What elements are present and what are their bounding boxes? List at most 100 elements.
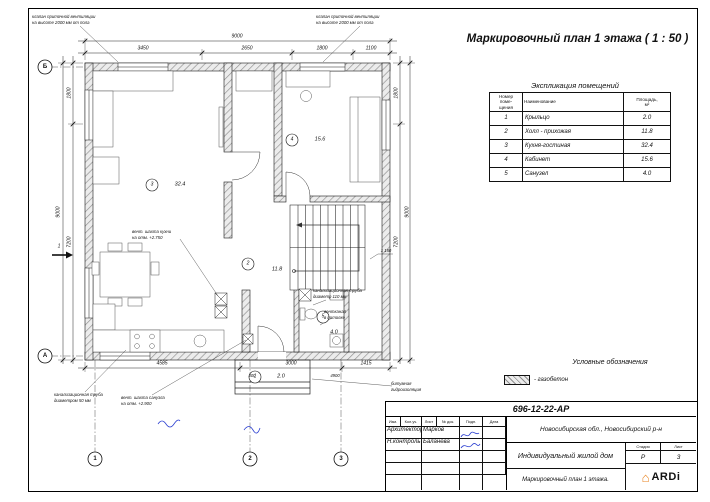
note-sewer-110: канализационная труба диаметр 110 мм	[313, 288, 362, 299]
furniture-stove	[129, 329, 161, 353]
sheet-name: Маркировочный план 1 этажа.	[506, 469, 626, 490]
room-2-area: 11.8	[271, 266, 283, 273]
divider	[506, 417, 507, 490]
floor-plan: 9000 3450 2650 1800 1100 9000 1800 7200 …	[30, 12, 440, 477]
list-value: 3	[661, 451, 696, 464]
role-architect: Архитектор	[386, 427, 422, 439]
empty-cell	[422, 475, 460, 490]
room-3-area: 32.4	[174, 181, 186, 188]
dim-stair-level: 1 150	[380, 247, 392, 253]
room-4-number: 4	[290, 136, 294, 143]
dim-bottom-3: 1415	[360, 360, 372, 367]
room-1-area: 2.0	[277, 373, 285, 380]
room-marks	[145, 133, 330, 384]
empty-cell	[422, 463, 460, 475]
empty-role-row	[386, 451, 422, 463]
note-vent-valve-left: клапан приточной вентиляции на высоте 20…	[32, 14, 96, 25]
stairs	[289, 204, 366, 291]
dim-bottom-5: 4900	[330, 372, 340, 378]
empty-cell	[460, 451, 483, 463]
floor-plan-drawing	[37, 25, 415, 467]
role-ncontrol: Н.контроль	[386, 439, 422, 451]
axis-3-label: 3	[339, 456, 343, 462]
empty-cell	[483, 475, 506, 490]
note-sewer-50: канализационная труба диаметром 50 мм	[54, 392, 103, 403]
furniture-fridge	[92, 303, 116, 331]
ardi-logo-text: ARDi	[651, 471, 681, 483]
axis-marks	[37, 59, 349, 467]
axis-b-label: Б	[42, 64, 48, 70]
col-data: Дата	[483, 417, 506, 427]
furniture-desk	[285, 70, 331, 88]
explication-col-name: Наименование	[522, 92, 624, 112]
list-label: Лист	[661, 443, 696, 451]
dim-bottom-2: 3000	[285, 360, 297, 367]
axis-1-label: 1	[93, 456, 97, 462]
stage-value: Р	[626, 451, 661, 464]
furniture-office-sofa	[349, 96, 381, 183]
gasblock-label: - газобетон	[534, 377, 569, 383]
empty-cell	[483, 463, 506, 475]
furniture-washbasin	[329, 289, 344, 301]
dimension-lines	[58, 38, 415, 372]
dim-left-2: 7200	[66, 236, 73, 248]
room-2-number: 2	[246, 260, 250, 267]
furniture-sink	[193, 334, 207, 348]
company-logo-box: ⌂ ARDi	[626, 464, 696, 490]
architect-name: Марков	[422, 427, 460, 439]
furniture-dining-table	[99, 251, 151, 298]
explication-col-number: Номер поме- щения	[489, 92, 523, 112]
architect-signature	[460, 427, 483, 439]
note-kitchen-shaft: вент. шахта кухни на отм. +2.750	[132, 229, 172, 240]
explication-row: 1 Крыльцо 2.0	[489, 110, 671, 126]
dim-top-4: 1100	[365, 45, 377, 52]
vent-shafts	[214, 288, 312, 345]
stage-label: Стадия	[626, 443, 661, 451]
room-4-area: 15.6	[314, 136, 326, 143]
room-5-area: 4.0	[330, 329, 338, 336]
explication-table: Номер поме- щения Наименование Площадь, …	[489, 92, 671, 182]
explication-row: 3 Кухня-гостиная 32.4	[489, 138, 671, 154]
explication-row: 2 Холл - прихожая 11.8	[489, 124, 671, 140]
note-duct: вентканал в потолке	[324, 309, 347, 320]
explication-col-area: Площадь, м²	[623, 92, 671, 112]
explication-row: 4 Кабинет 15.6	[489, 152, 671, 168]
dim-left-1: 1800	[66, 87, 73, 99]
empty-role-row	[386, 475, 422, 490]
furniture-wardrobe	[235, 70, 273, 92]
dim-top-3: 1800	[316, 45, 328, 52]
windows-group	[84, 62, 391, 361]
dim-right-total: 9000	[404, 206, 411, 218]
col-koluch: Кол.уч.	[401, 417, 422, 427]
room-5-number: 5	[321, 313, 325, 320]
col-ndok: № док.	[437, 417, 460, 427]
document-number: 696-12-22-АР	[386, 402, 696, 417]
dim-top-2: 2650	[241, 45, 253, 52]
col-podp: Подп.	[460, 417, 483, 427]
room-3-number: 3	[150, 181, 154, 188]
ncontrol-date	[483, 439, 506, 451]
furniture-toilet	[299, 307, 306, 321]
furniture-chair	[300, 90, 312, 102]
dim-top-1: 3450	[137, 45, 149, 52]
furniture-armchair	[92, 156, 120, 185]
empty-cell	[460, 463, 483, 475]
hand-scribbles	[157, 419, 261, 434]
leader-lines	[79, 25, 393, 396]
dim-bottom-1: 4585	[156, 360, 168, 367]
axis-2-label: 2	[248, 456, 252, 462]
title-block: 696-12-22-АР Изм. Кол.уч. Лист № док. По…	[385, 401, 698, 492]
extension-lines	[58, 38, 415, 372]
sheet-frame	[28, 8, 698, 492]
furniture-corner-sofa	[92, 70, 174, 92]
dim-bottom-4: 400	[248, 372, 256, 378]
empty-cell	[422, 451, 460, 463]
ardi-house-icon: ⌂	[641, 469, 650, 485]
dim-left-total: 9000	[55, 206, 62, 218]
explication-heading: Экспликация помещений	[531, 81, 619, 90]
ncontrol-name: Баланева	[422, 439, 460, 451]
note-bitum: битумная гидроизоляция	[391, 381, 422, 392]
axis-a-label: А	[42, 353, 48, 359]
sheet-title: Маркировочный план 1 этажа ( 1 : 50 )	[466, 33, 689, 45]
